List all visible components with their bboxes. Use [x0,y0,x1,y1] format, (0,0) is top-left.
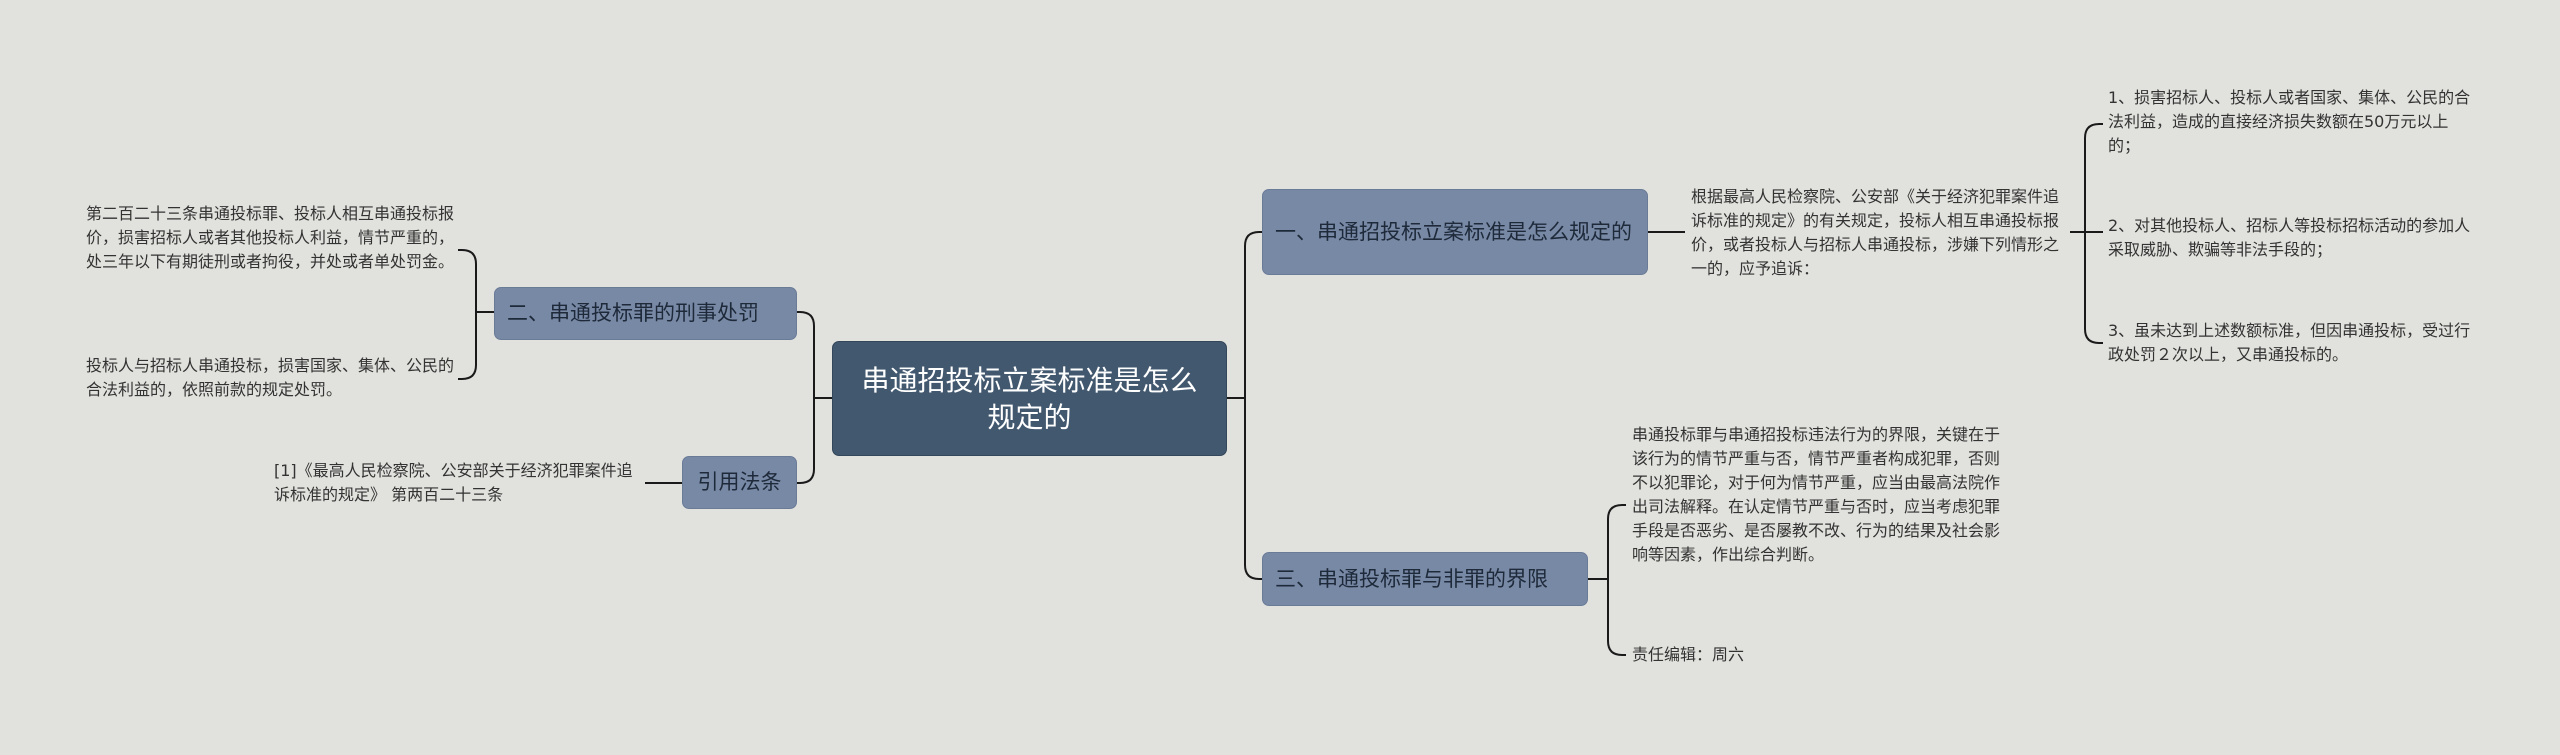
cited-law-item-1: [1]《最高人民检察院、公安部关于经济犯罪案件追诉标准的规定》 第两百二十三条 [274,461,633,504]
branch-crime-boundary[interactable]: 三、串通投标罪与非罪的界限 [1262,552,1588,606]
filing-standard-item-3: 3、虽未达到上述数额标准，但因串通投标，受过行政处罚２次以上，又串通投标的。 [2108,321,2471,364]
crime-boundary-editor: 责任编辑：周六 [1632,645,1745,664]
criminal-penalty-item-1: 第二百二十三条串通投标罪、投标人相互串通投标报价，损害招标人或者其他投标人利益，… [86,204,455,271]
branch-criminal-penalty[interactable]: 二、串通投标罪的刑事处罚 [494,287,797,340]
branch-crime-boundary-label: 三、串通投标罪与非罪的界限 [1275,566,1548,591]
criminal-penalty-item-2: 投标人与招标人串通投标，损害国家、集体、公民的合法利益的，依照前款的规定处罚。 [86,356,455,399]
branch-filing-standard-label: 一、串通招投标立案标准是怎么规定的 [1275,219,1632,244]
branch-criminal-penalty-label: 二、串通投标罪的刑事处罚 [507,301,759,325]
filing-standard-item-1: 1、损害招标人、投标人或者国家、集体、公民的合法利益，造成的直接经济损失数额在5… [2108,88,2471,155]
branch-filing-standard[interactable]: 一、串通招投标立案标准是怎么规定的 [1262,189,1648,275]
filing-standard-description: 根据最高人民检察院、公安部《关于经济犯罪案件追诉标准的规定》的有关规定，投标人相… [1691,187,2060,278]
branch-cited-law[interactable]: 引用法条 [682,456,797,509]
root-topic[interactable]: 串通招投标立案标准是怎么规定的 [832,341,1227,456]
filing-standard-item-2: 2、对其他投标人、招标人等投标招标活动的参加人采取威胁、欺骗等非法手段的； [2108,216,2471,259]
branch-cited-law-label: 引用法条 [697,470,782,494]
root-topic-label: 串通招投标立案标准是怎么规定的 [861,363,1198,434]
crime-boundary-item-1: 串通投标罪与串通招投标违法行为的界限，关键在于该行为的情节严重与否，情节严重者构… [1632,425,2001,564]
